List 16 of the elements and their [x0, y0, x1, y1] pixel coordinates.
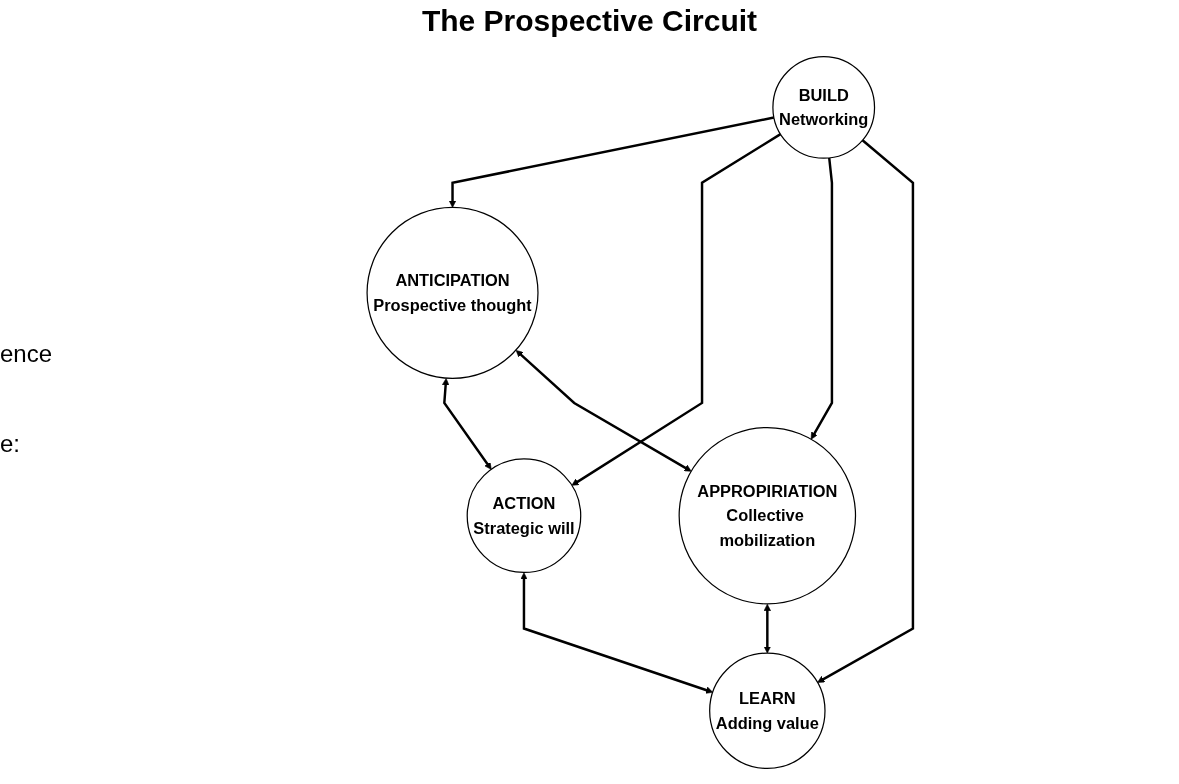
text-fragment: ence — [0, 340, 53, 368]
arrow — [763, 603, 771, 654]
node-circle: ANTICIPATION Prospective thought — [366, 206, 539, 379]
arrow — [571, 133, 782, 486]
arrow — [520, 572, 714, 694]
arrow — [817, 139, 915, 683]
title: The Prospective Circuit — [420, 4, 759, 38]
arrow — [442, 378, 492, 470]
arrow — [448, 116, 775, 208]
node-circle: LEARN Adding value — [709, 652, 826, 770]
text-fragment: e: — [0, 430, 20, 458]
node-circle: ACTION Strategic will — [466, 458, 582, 574]
arrow — [810, 157, 834, 440]
node-circle: APPROPIRIATION Collective mobilization — [678, 426, 857, 605]
node-circle: BUILD Networking — [772, 55, 876, 159]
arrow — [515, 350, 692, 472]
